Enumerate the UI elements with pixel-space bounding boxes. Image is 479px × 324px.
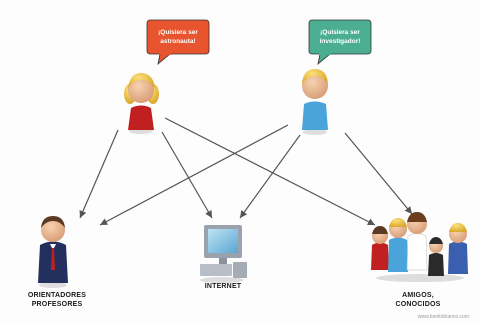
friends-group — [371, 212, 468, 282]
bubble-left-line-2: astronauta! — [160, 38, 195, 45]
speech-bubble-right: ¡Quisiera ser investigador! — [308, 19, 372, 66]
arrow-girl-to-internet — [161, 131, 213, 219]
arrow-boy-to-friends — [344, 132, 413, 215]
arrow-boy-to-advisors — [99, 124, 289, 226]
speech-bubble-left: ¡Quisiera ser astronauta! — [146, 19, 210, 66]
label-internet-line-1: INTERNET — [204, 283, 242, 290]
label-advisors-line-2: PROFESORES — [31, 301, 83, 308]
label-advisors: ORIENTADORES PROFESORES — [22, 291, 92, 309]
girl-figure — [124, 73, 159, 134]
label-friends: AMIGOS, CONOCIDOS — [385, 291, 451, 309]
label-friends-line-2: CONOCIDOS — [395, 301, 441, 308]
arrow-boy-to-internet — [239, 134, 301, 219]
advisor-figure — [38, 216, 68, 288]
arrow-girl-to-advisors — [79, 129, 119, 219]
label-advisors-line-1: ORIENTADORES — [27, 292, 87, 299]
credit-text: www.bonitoblanco.com — [417, 314, 469, 320]
bubble-right-line-2: investigador! — [320, 38, 361, 45]
label-friends-line-1: AMIGOS, — [402, 292, 434, 299]
label-internet: INTERNET — [195, 282, 251, 291]
boy-figure — [302, 69, 328, 135]
computer-icon — [200, 225, 247, 283]
bubble-right-line-1: ¡Quisiera ser — [320, 29, 360, 36]
bubble-left-line-1: ¡Quisiera ser — [158, 29, 198, 36]
arrows — [79, 117, 413, 226]
arrow-girl-to-friends — [164, 117, 376, 226]
